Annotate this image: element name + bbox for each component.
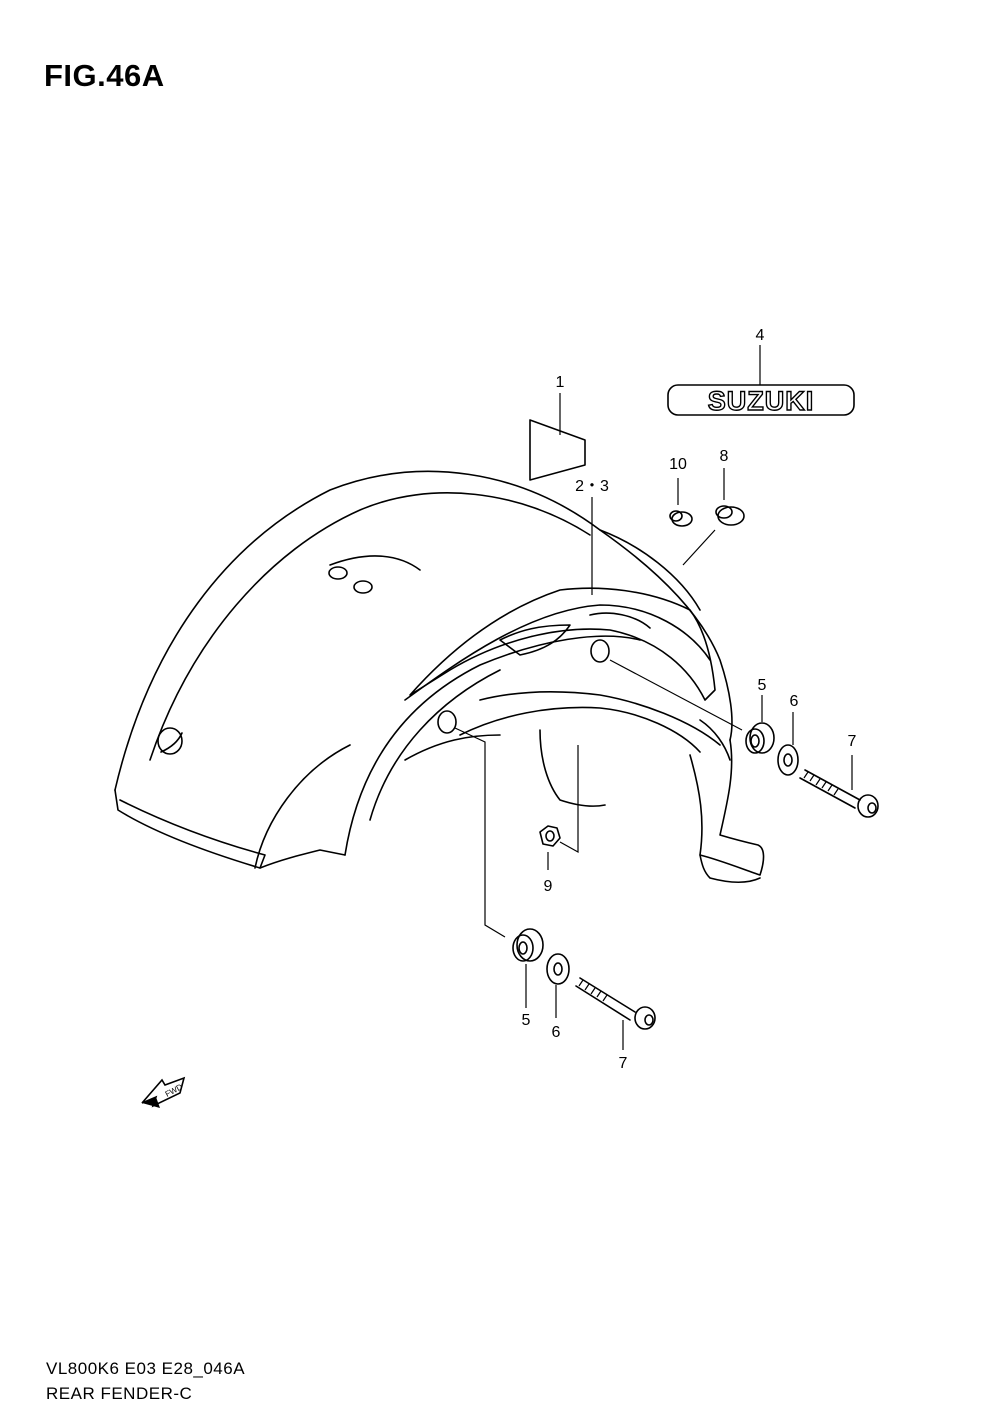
grommet-8[interactable] <box>682 468 745 566</box>
callout-1: 1 <box>556 374 565 391</box>
mount-hole-front <box>437 710 457 734</box>
mount-hole-rear <box>590 639 610 663</box>
grommet-10[interactable] <box>669 478 693 527</box>
callout-5-right: 5 <box>758 677 767 694</box>
mount-hole-upper-a <box>328 566 348 580</box>
nut-9[interactable] <box>539 745 579 870</box>
callout-2-3: 2・3 <box>575 478 609 495</box>
emblem-text: SUZUKI <box>708 386 815 416</box>
callout-9: 9 <box>544 878 553 895</box>
bolt-7-left[interactable] <box>575 977 656 1050</box>
mount-hole-side <box>157 727 183 755</box>
figure-name: REAR FENDER-C <box>46 1384 193 1403</box>
callout-10: 10 <box>669 456 687 473</box>
callout-6-left: 6 <box>552 1024 561 1041</box>
label-sheet[interactable] <box>529 393 586 481</box>
suzuki-emblem[interactable]: SUZUKI <box>667 345 855 417</box>
callout-7-left: 7 <box>619 1055 628 1072</box>
washer-6-right[interactable] <box>777 712 799 776</box>
callout-8: 8 <box>720 448 729 465</box>
spacer-5-left[interactable] <box>512 928 544 1008</box>
washer-6-left[interactable] <box>546 953 570 1018</box>
callout-6-right: 6 <box>790 693 799 710</box>
spacer-5-right[interactable] <box>745 695 775 754</box>
callout-5-left: 5 <box>522 1012 531 1029</box>
figure-title: FIG.46A <box>44 58 165 93</box>
leader-right-mount <box>609 659 743 731</box>
fwd-arrow-icon: FWD <box>141 1076 186 1108</box>
leader-left-mount <box>454 727 506 938</box>
callout-7-right: 7 <box>848 733 857 750</box>
callout-4: 4 <box>756 327 765 344</box>
rear-fender[interactable] <box>114 470 765 883</box>
mount-hole-upper-b <box>353 580 373 594</box>
bolt-7-right[interactable] <box>799 755 879 818</box>
figure-code: VL800K6 E03 E28_046A <box>46 1359 246 1378</box>
